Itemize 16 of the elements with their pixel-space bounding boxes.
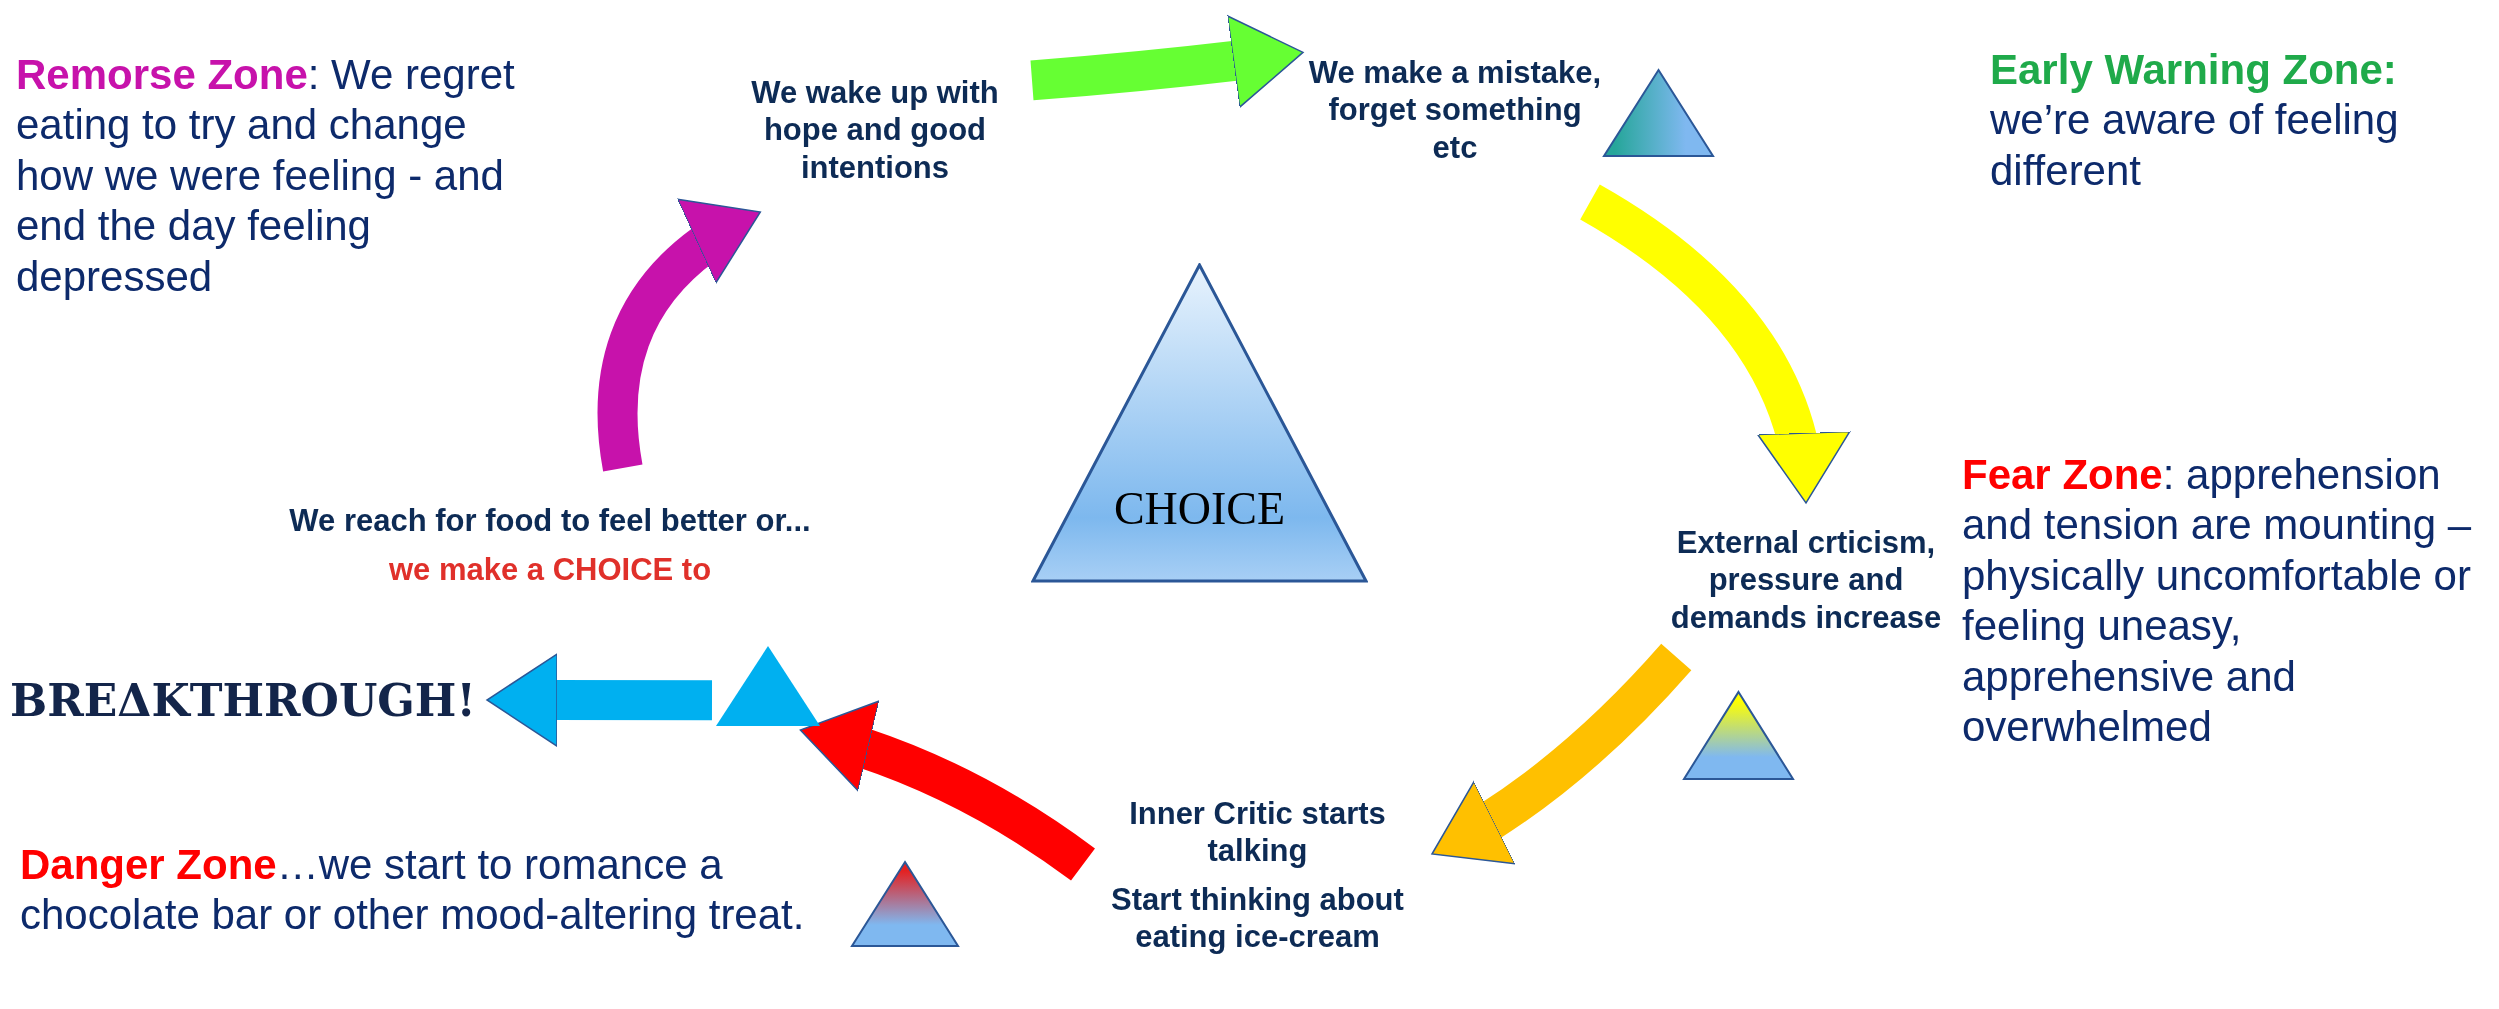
step-text: We make a mistake, forget something etc: [1305, 20, 1605, 200]
choice-triangle: CHOICE: [1031, 263, 1368, 583]
zone-description: Early Warning Zone: we’re aware of feeling different: [1990, 45, 2400, 196]
triangle-shape: [714, 644, 822, 728]
step-text: Inner Critic starts talking: [1128, 794, 1387, 869]
arrow: [486, 653, 712, 747]
arrow: [1030, 15, 1306, 108]
zone-description: Remorse Zone: We regret eating to try and change how we were feeling - and end the day feeling depressed: [16, 50, 516, 302]
zone-description: Danger Zone…we start to romance a chocolate bar or other mood-altering treat.: [20, 840, 806, 941]
step-text: External crticism, pressure and demands increase: [1668, 505, 1944, 655]
step-text: We reach for food to feel better or...: [289, 501, 811, 539]
step-text: Start thinking about eating ice-cream: [1110, 881, 1405, 956]
step-text: We wake up with hope and good intentions: [720, 50, 1030, 210]
zone-description: Fear Zone: apprehension and tension are mounting – physically uncomfortable or feeling uneasy, apprehensive and overwhelmed: [1962, 450, 2473, 752]
breakthrough-text: BREΔKTHROUGH!: [10, 660, 485, 740]
step-text: we make a CHOICE to: [388, 551, 712, 589]
